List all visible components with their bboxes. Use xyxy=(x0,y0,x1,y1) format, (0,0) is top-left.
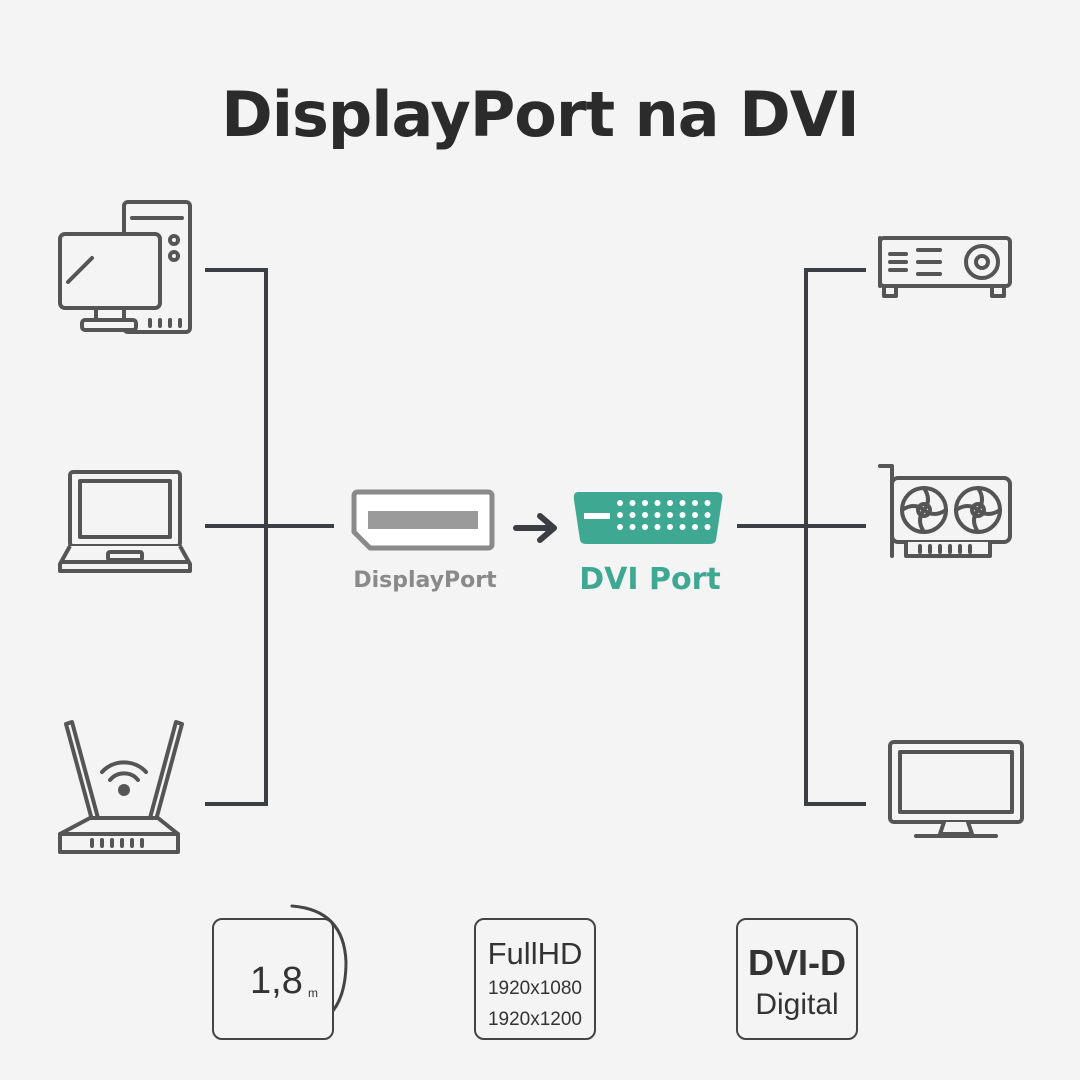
dvi-pin xyxy=(642,524,648,530)
right-connector-lines xyxy=(737,268,866,806)
resolution-1: 1920x1080 xyxy=(487,978,583,999)
dvi-pin xyxy=(692,500,698,506)
cable-length-value: 1,8 xyxy=(250,960,303,1002)
dvi-d-badge: DVI-D Digital xyxy=(736,918,858,1040)
dvi-pin xyxy=(642,500,648,506)
dvi-pins xyxy=(617,500,711,530)
arrow-right-icon xyxy=(513,513,557,543)
dvi-pin xyxy=(704,524,711,530)
dvi-d-subtitle: Digital xyxy=(755,988,839,1021)
dvi-pin xyxy=(642,512,648,518)
resolution-2: 1920x1200 xyxy=(487,1009,583,1030)
dvi-pin xyxy=(667,524,673,530)
dvi-pin xyxy=(704,500,711,506)
dvi-pin xyxy=(617,500,623,506)
dvi-pin xyxy=(654,500,661,506)
dvi-port-label: DVI Port xyxy=(579,562,721,597)
graphics-card-icon xyxy=(878,464,1012,558)
fullhd-badge: FullHD 1920x1080 1920x1200 xyxy=(474,918,596,1040)
fullhd-title: FullHD xyxy=(487,936,583,971)
monitor-icon xyxy=(888,740,1024,838)
dvi-pin xyxy=(654,524,661,530)
page-title: DisplayPort na DVI xyxy=(221,78,860,151)
dvi-pin xyxy=(654,512,661,518)
cable-length-unit: m xyxy=(308,986,318,1000)
dvi-pin xyxy=(679,524,686,530)
dvi-pin xyxy=(679,512,686,518)
computer-icon xyxy=(58,200,192,334)
displayport-connector-icon xyxy=(351,489,495,551)
dvi-pin xyxy=(679,500,686,506)
dvi-pin xyxy=(617,512,623,518)
dvi-pin xyxy=(667,512,673,518)
projector-icon xyxy=(878,236,1012,298)
dvi-d-title: DVI-D xyxy=(748,942,846,983)
dvi-pin xyxy=(692,512,698,518)
cable-length-badge: 1,8 m xyxy=(212,918,334,1040)
displayport-label: DisplayPort xyxy=(353,568,497,593)
dvi-pin xyxy=(617,524,623,530)
router-icon xyxy=(58,720,184,854)
left-connector-lines xyxy=(205,268,334,806)
dvi-pin xyxy=(629,512,636,518)
laptop-icon xyxy=(58,470,192,573)
dvi-pin xyxy=(629,524,636,530)
dvi-pin xyxy=(704,512,711,518)
dvi-connector-icon xyxy=(573,492,723,544)
dvi-pin xyxy=(667,500,673,506)
dvi-pin xyxy=(629,500,636,506)
dvi-pin xyxy=(692,524,698,530)
